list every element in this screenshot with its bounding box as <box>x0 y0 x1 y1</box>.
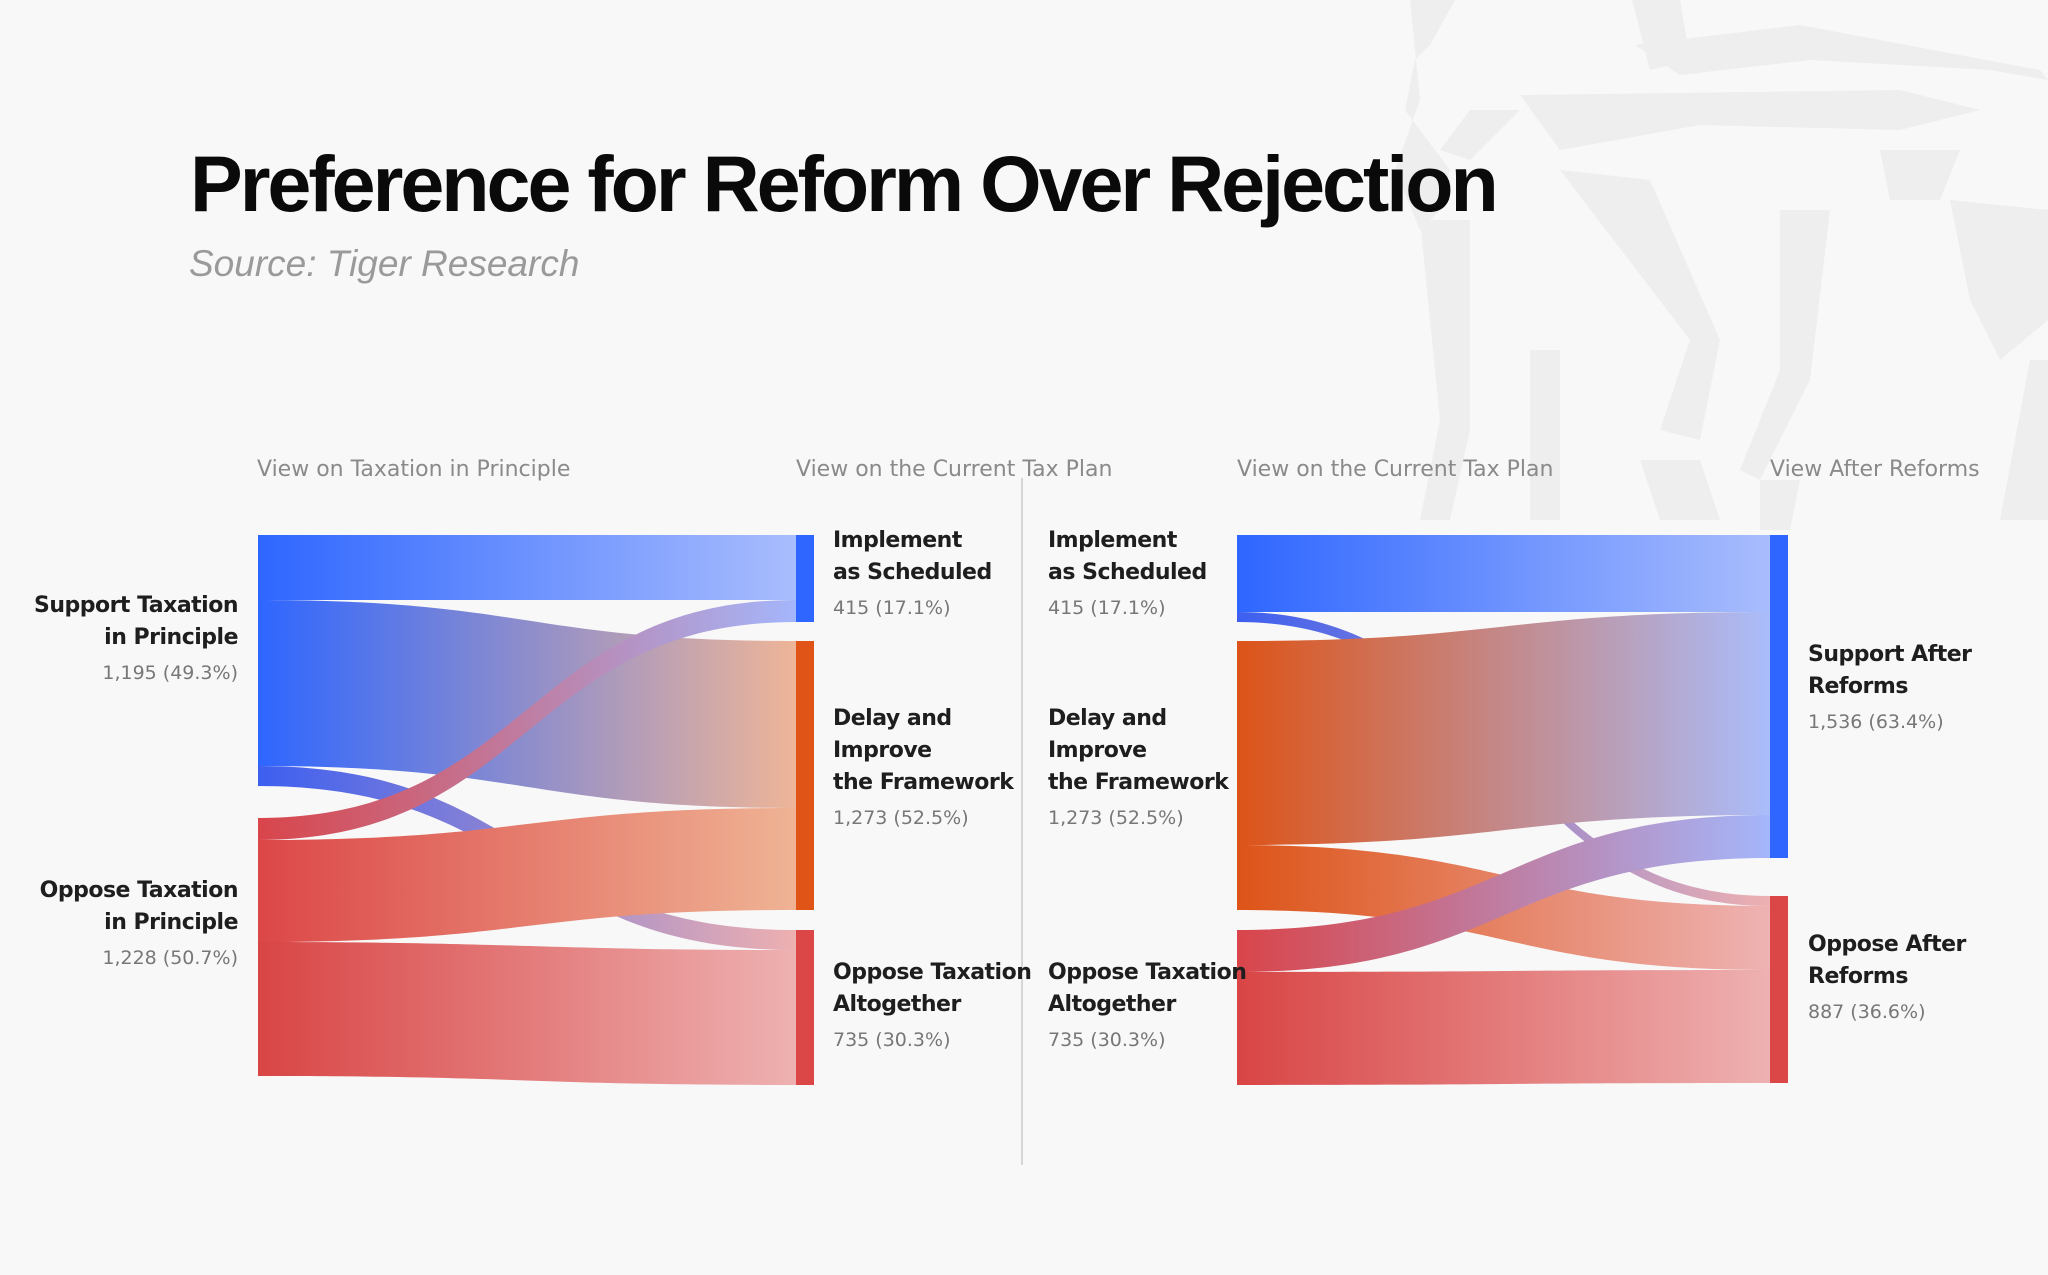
node-label-oppose-all-right: Oppose Taxation Altogether 735 (30.3%) <box>1048 960 1247 1051</box>
source-subtitle: Source: Tiger Research <box>189 243 580 284</box>
page-title: Preference for Reform Over Rejection <box>190 139 1499 228</box>
link-implement-to-support-after <box>1237 535 1770 612</box>
right-source-header: View on the Current Tax Plan <box>1237 457 1554 482</box>
link-oppose-all-to-support-after <box>1237 815 1770 972</box>
node-bar-delay-left <box>796 641 814 910</box>
left-target-header: View on the Current Tax Plan <box>796 457 1113 482</box>
link-oppose-to-delay <box>258 808 796 942</box>
node-label-support-principle: Support Taxation in Principle 1,195 (49.… <box>33 593 239 684</box>
link-oppose-to-implement <box>258 600 796 840</box>
left-source-header: View on Taxation in Principle <box>257 457 571 482</box>
node-label-delay-right: Delay and Improve the Framework 1,273 (5… <box>1048 706 1229 829</box>
node-label-oppose-principle: Oppose Taxation in Principle 1,228 (50.7… <box>39 878 239 969</box>
node-label-oppose-all-left: Oppose Taxation Altogether 735 (30.3%) <box>833 960 1032 1051</box>
node-label-support-after: Support After Reforms 1,536 (63.4%) <box>1808 642 1972 733</box>
node-label-oppose-after: Oppose After Reforms 887 (36.6%) <box>1808 932 1966 1023</box>
tiger-watermark-graphic <box>1395 0 2048 530</box>
node-label-delay-left: Delay and Improve the Framework 1,273 (5… <box>833 706 1014 829</box>
right-target-header: View After Reforms <box>1770 457 1980 482</box>
link-support-to-delay <box>258 600 796 808</box>
link-oppose-all-to-oppose-after <box>1237 970 1770 1085</box>
left-sankey-links <box>258 535 796 1085</box>
node-bar-oppose-after <box>1770 896 1788 1083</box>
node-label-implement-right: Implement as Scheduled 415 (17.1%) <box>1048 528 1207 619</box>
node-label-implement-left: Implement as Scheduled 415 (17.1%) <box>833 528 992 619</box>
link-oppose-to-oppose-all <box>258 942 796 1085</box>
link-support-to-implement <box>258 535 796 600</box>
right-sankey-links <box>1237 535 1770 1085</box>
node-bar-support-after <box>1770 535 1788 858</box>
node-bar-implement-left <box>796 535 814 622</box>
node-bar-oppose-all-left <box>796 930 814 1085</box>
link-delay-to-support-after <box>1237 612 1770 845</box>
